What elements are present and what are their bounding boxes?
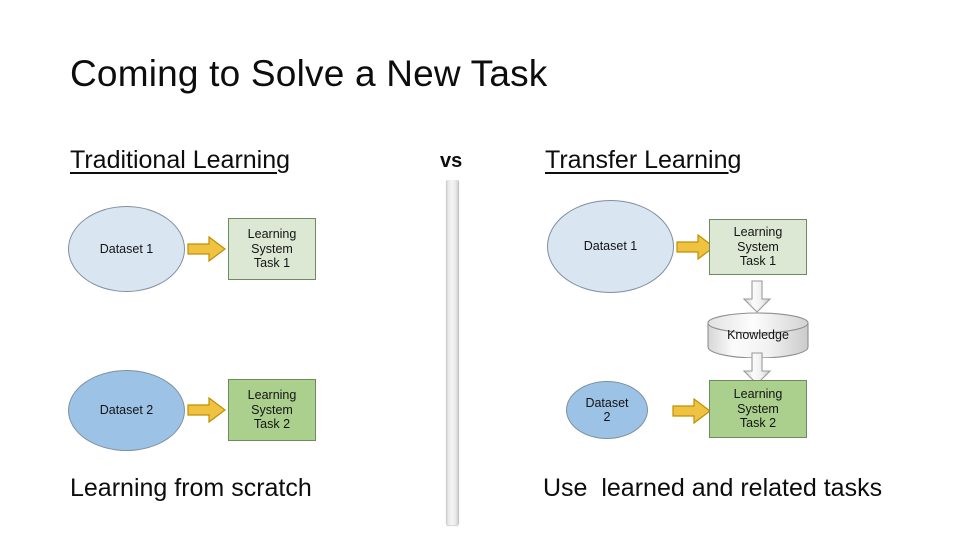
left-task1-line3: Task 1 [253, 256, 291, 271]
left-learning-system-task2-box: Learning System Task 2 [228, 379, 316, 441]
left-task1-line1: Learning [247, 227, 297, 242]
left-task2-line1: Learning [247, 388, 297, 403]
vertical-divider [446, 180, 459, 525]
caption-transfer: Use learned and related tasks [543, 474, 883, 502]
left-dataset2-label: Dataset 2 [99, 403, 154, 418]
right-arrow-down-to-knowledge-icon [742, 280, 772, 313]
left-dataset1-ellipse: Dataset 1 [68, 206, 185, 292]
left-row1-arrow-right-icon [187, 234, 227, 264]
right-dataset2-line2: 2 [603, 410, 611, 424]
left-row2-arrow-right-icon [187, 395, 227, 425]
right-task1-line1: Learning [733, 225, 783, 240]
left-learning-system-task1-box: Learning System Task 1 [228, 218, 316, 280]
column-heading-transfer: Transfer Learning [545, 146, 742, 174]
right-dataset1-label: Dataset 1 [583, 239, 638, 254]
right-task1-line3: Task 1 [739, 254, 777, 269]
right-dataset2-line1: Dataset [585, 395, 629, 410]
left-task2-line3: Task 2 [253, 417, 291, 432]
right-learning-system-task2-box: Learning System Task 2 [709, 380, 807, 438]
right-learning-system-task1-box: Learning System Task 1 [709, 219, 807, 275]
right-task2-line3: Task 2 [739, 416, 777, 431]
left-dataset2-ellipse: Dataset 2 [68, 370, 185, 451]
right-task2-line1: Learning [733, 387, 783, 402]
left-task1-line2: System [251, 241, 293, 256]
right-dataset1-ellipse: Dataset 1 [547, 200, 674, 293]
left-task2-line2: System [251, 402, 293, 417]
right-task2-line2: System [737, 401, 779, 416]
right-row2-arrow-right-icon [672, 396, 712, 426]
vs-label: vs [440, 150, 463, 172]
left-dataset1-label: Dataset 1 [99, 241, 154, 256]
right-task1-line2: System [737, 239, 779, 254]
column-heading-traditional: Traditional Learning [70, 146, 291, 174]
page-title: Coming to Solve a New Task [70, 53, 548, 94]
right-arrow-down-from-knowledge-icon [742, 352, 772, 385]
caption-traditional: Learning from scratch [70, 474, 312, 502]
right-dataset2-ellipse: Dataset 2 [566, 381, 648, 439]
right-row1-arrow-right-icon [676, 232, 716, 262]
